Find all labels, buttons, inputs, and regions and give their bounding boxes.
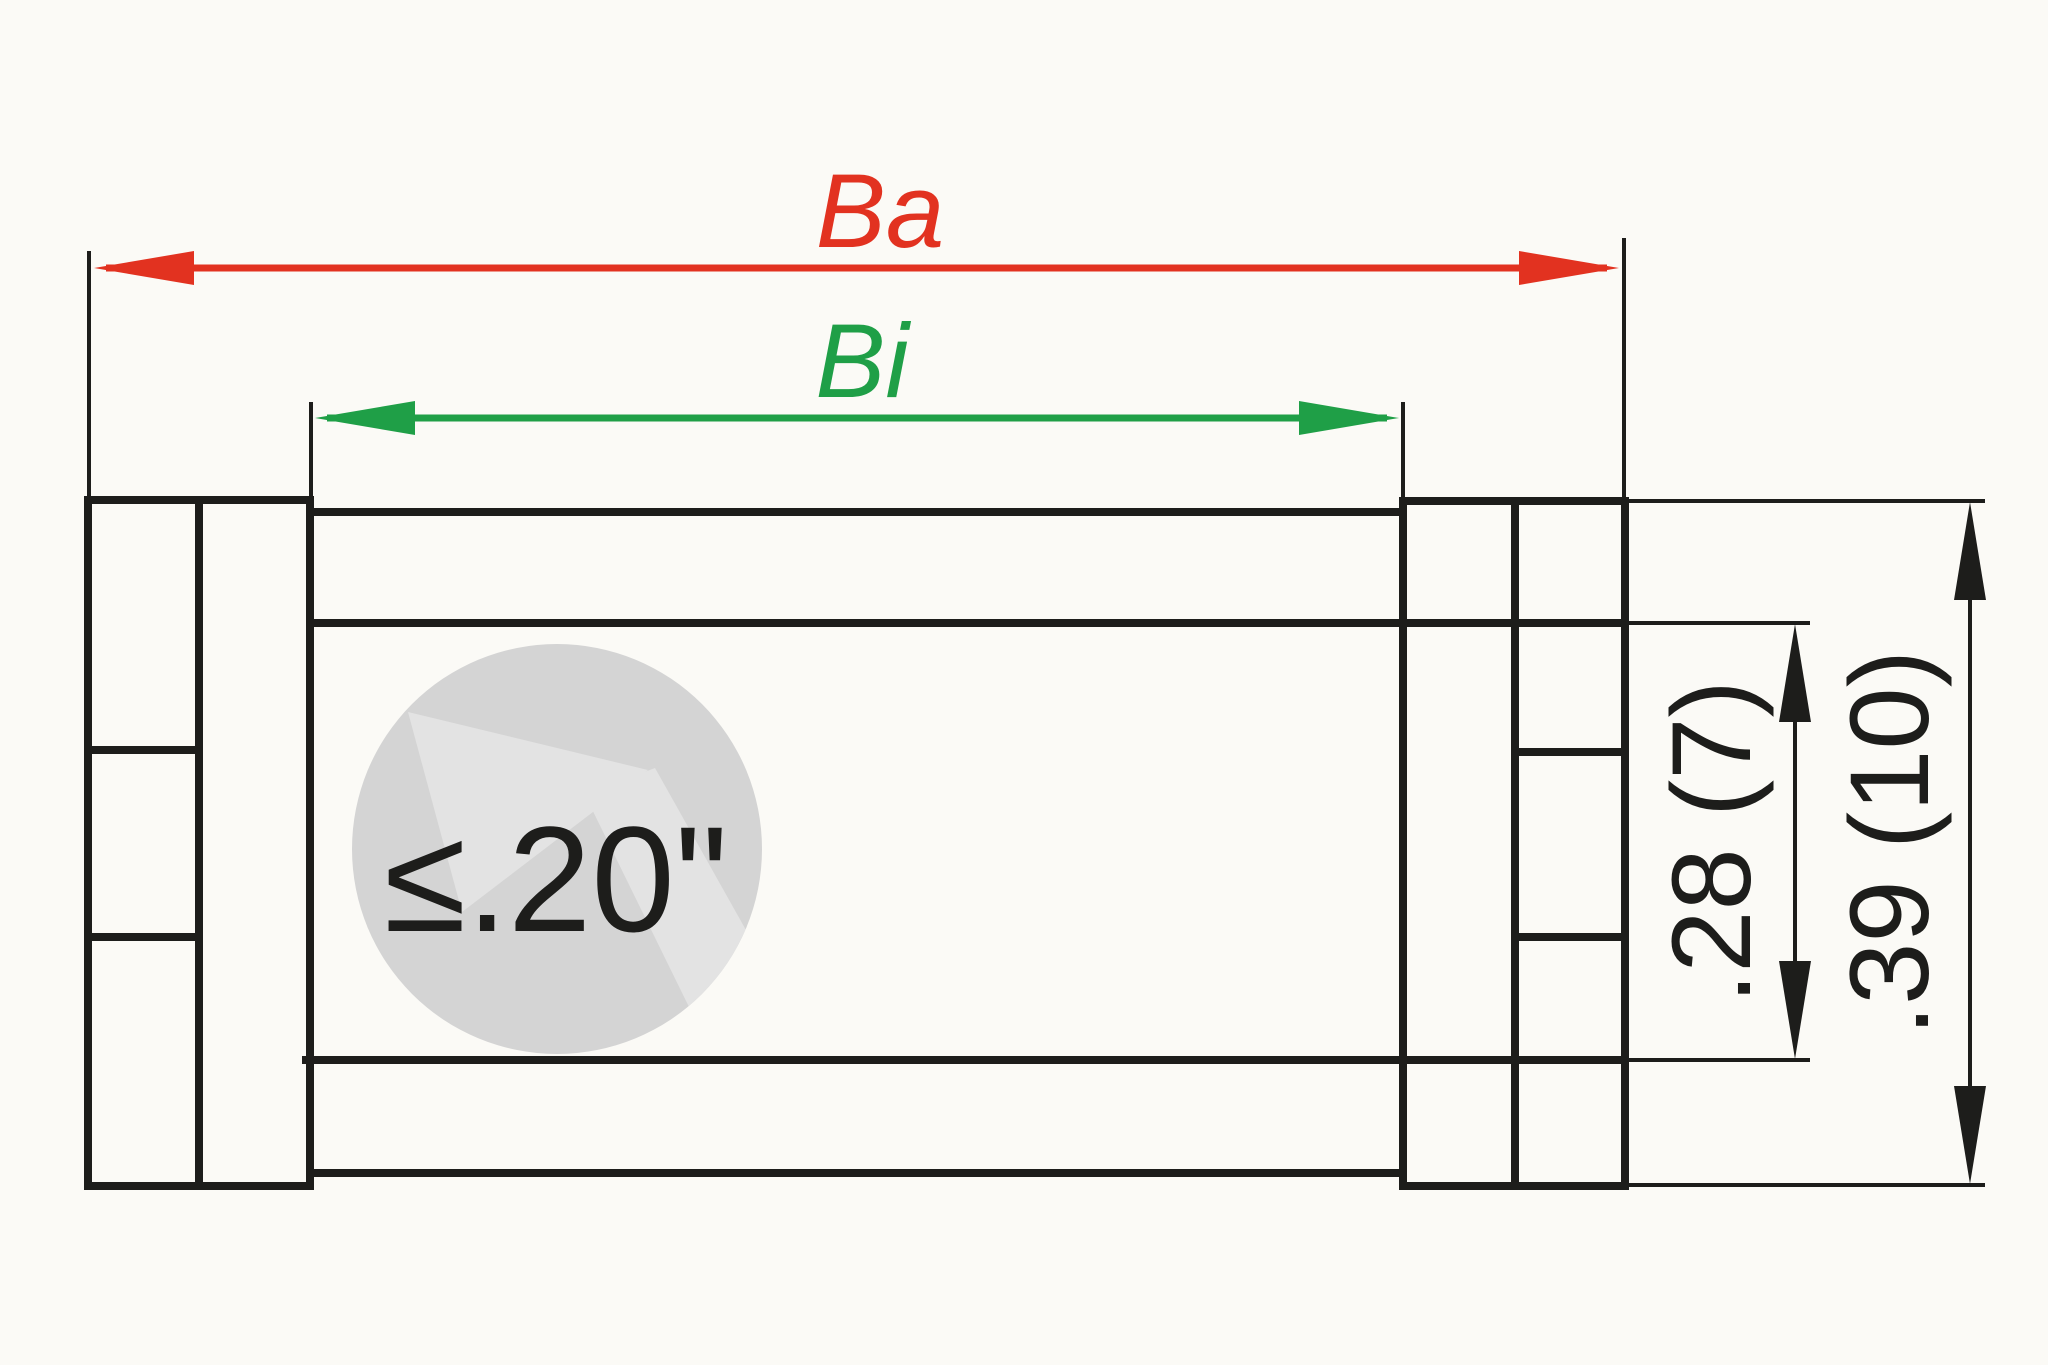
profile-outlines bbox=[84, 238, 1985, 1190]
inner-width-dimension: Bi bbox=[315, 303, 1399, 435]
inner-height-arrow-down bbox=[1779, 961, 1811, 1059]
left-bracket bbox=[84, 496, 314, 1190]
outer-height-arrow-down bbox=[1954, 1086, 1986, 1184]
right-bracket bbox=[1399, 497, 1629, 1190]
outer-height-label: .39 (10) bbox=[1827, 650, 1952, 1036]
unsupported-length-label: ≤.20" bbox=[384, 795, 728, 963]
black-arrowheads bbox=[1779, 502, 1986, 1184]
bi-arrow-left bbox=[315, 401, 415, 435]
outer-width-dimension: Ba bbox=[94, 153, 1619, 285]
ba-label: Ba bbox=[816, 153, 944, 270]
bi-label: Bi bbox=[815, 303, 911, 420]
inner-height-arrow-up bbox=[1779, 624, 1811, 722]
ba-arrow-left bbox=[94, 251, 194, 285]
badge-arrow-head bbox=[408, 712, 648, 912]
ba-arrow-right bbox=[1519, 251, 1619, 285]
extension-lines bbox=[87, 238, 1985, 1187]
main-body bbox=[302, 508, 1407, 1177]
inner-height-label: .28 (7) bbox=[1649, 680, 1774, 1004]
bi-arrow-right bbox=[1299, 401, 1399, 435]
outer-height-arrow-up bbox=[1954, 502, 1986, 600]
